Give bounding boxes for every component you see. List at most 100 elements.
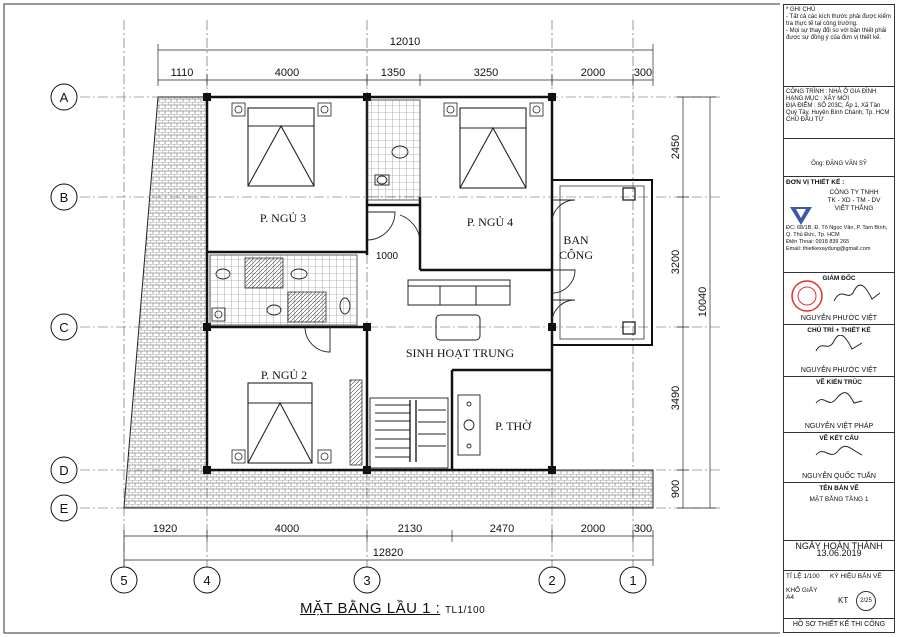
balcony-pillar [622, 321, 636, 335]
shower-tray [244, 257, 284, 289]
wardrobe [349, 379, 363, 466]
dimension-lines [123, 44, 716, 566]
notes: * GHI CHÚ - Tất cả các kích thước phải đ… [784, 5, 894, 87]
dim-inner: 1000 [376, 251, 399, 262]
drawing-scale: TL1/100 [444, 605, 486, 616]
owner: Ông: ĐẶNG VĂN SỸ [784, 139, 894, 177]
chief-name: NGUYỄN PHƯỚC VIỆT [800, 367, 878, 374]
grid-label-row: B [60, 190, 69, 205]
dim-top-total: 12010 [390, 36, 421, 48]
floor-plan-drawing: 12010 1110 4000 1350 3250 2000 300 1920 … [3, 3, 780, 634]
dim-right-seg: 3490 [670, 386, 682, 410]
room-label-bedroom-2: P. NGỦ 2 [261, 368, 307, 382]
chief-block: CHỦ TRÌ + THIẾT KẾ NGUYỄN PHƯỚC VIỆT [784, 325, 894, 377]
company-seal-icon [791, 280, 823, 312]
structural-columns [203, 93, 556, 474]
designer-label: ĐƠN VỊ THIẾT KẾ : [786, 179, 845, 186]
director-label: GIÁM ĐỐC [822, 275, 856, 282]
grid-bubble-row [50, 313, 78, 341]
grid-bubble-col [619, 566, 647, 594]
code-block: TỈ LỆ 1/100 KÝ HIỆU BẢN VẼ KHỔ GIẤY A4 K… [784, 571, 894, 619]
paper-label: KHỔ GIẤY A4 [786, 587, 818, 601]
sheet-name-label: TÊN BẢN VẼ [819, 485, 859, 492]
grid-label-row: C [59, 320, 68, 335]
dim-bottom-seg: 1920 [153, 523, 177, 535]
drawing-title: MẶT BẰNG LẦU 1 : TL1/100 [300, 600, 485, 617]
grid-bubble-row [50, 456, 78, 484]
balcony-outline [551, 179, 653, 346]
grid-label-col: 4 [203, 573, 210, 588]
sheet-number: 2/25 [856, 591, 876, 611]
room-label-balcony-2: CÔNG [559, 248, 593, 262]
sheet-name-block: TÊN BẢN VẼ MẶT BẰNG TẦNG 1 [784, 483, 894, 541]
grid-label-col: 5 [120, 573, 127, 588]
grid-bubble-col [110, 566, 138, 594]
struct-label: VẼ KẾT CẤU [819, 435, 859, 442]
company-logo-icon [790, 207, 812, 225]
dim-bottom-seg: 2130 [398, 523, 422, 535]
room-label-balcony: BAN [563, 233, 589, 247]
title-block: * GHI CHÚ - Tất cả các kích thước phải đ… [783, 4, 895, 633]
footer: HỒ SƠ THIẾT KẾ THI CÔNG [792, 621, 886, 628]
struct-block: VẼ KẾT CẤU NGUYỄN QUỐC TUẤN [784, 433, 894, 483]
dim-top-seg: 4000 [275, 67, 299, 79]
beds [247, 107, 527, 464]
grid-bubble-row [50, 83, 78, 111]
staircase [369, 397, 449, 469]
signature-icon [815, 335, 863, 352]
dim-right-seg: 2450 [670, 135, 682, 159]
company-info: ĐC: 68/1B, Đ. Tô Ngọc Vân, P. Tam Bình, … [786, 225, 888, 252]
altar [457, 394, 481, 456]
dim-top-seg: 2000 [581, 67, 605, 79]
director-name: NGUYỄN PHƯỚC VIỆT [800, 315, 878, 322]
project-info: CÔNG TRÌNH : NHÀ Ở GIA ĐÌNH HẠNG MỤC : X… [784, 87, 894, 139]
grid-bubble-col [193, 566, 221, 594]
grid-bubble-row [50, 183, 78, 211]
room-label-worship: P. THỜ [495, 419, 532, 433]
balcony-pillar [622, 187, 636, 201]
sofa-set [407, 279, 511, 341]
dim-bottom-total: 12820 [373, 547, 404, 559]
door-swings [304, 199, 576, 353]
grid-label-col: 1 [629, 573, 636, 588]
room-label-living: SINH HOẠT TRUNG [406, 346, 515, 360]
dim-right-total: 10040 [697, 287, 709, 318]
grid-bubble-col [538, 566, 566, 594]
signature-icon [815, 392, 863, 404]
dim-right-seg: 3200 [670, 250, 682, 274]
dim-top-seg: 1350 [381, 67, 405, 79]
date-block: NGÀY HOÀN THÀNH 13.06.2019 [784, 541, 894, 571]
dim-bottom-seg: 4000 [275, 523, 299, 535]
scale-label: TỈ LỆ 1/100 [786, 573, 820, 580]
nightstands [211, 102, 544, 464]
dim-right-seg: 900 [670, 480, 682, 498]
room-label-bedroom-3: P. NGỦ 3 [260, 211, 306, 225]
grid-label-row: E [60, 501, 69, 516]
grid-label-col: 2 [548, 573, 555, 588]
grid-bubble-row [50, 494, 78, 522]
date-value: 13.06.2019 [816, 548, 862, 558]
designer-block: ĐƠN VỊ THIẾT KẾ : CÔNG TY TNHH TK - XD -… [784, 177, 894, 273]
room-label-bedroom-4: P. NGỦ 4 [467, 215, 513, 229]
dim-bottom-seg: 300 [634, 523, 652, 535]
signature-icon [833, 284, 881, 302]
sheet-border [3, 3, 780, 634]
signature-icon [815, 445, 863, 456]
company-name: CÔNG TY TNHH TK - XD - TM - DV VIỆT THẮN… [827, 189, 881, 212]
shower-tray [287, 291, 327, 323]
date-label: NGÀY HOÀN THÀNH [795, 541, 883, 551]
arch-label: VẼ KIẾN TRÚC [816, 379, 862, 386]
grid-label-row: A [60, 90, 69, 105]
sheet-code: KT [838, 596, 849, 605]
director-block: GIÁM ĐỐC NGUYỄN PHƯỚC VIỆT [784, 273, 894, 325]
bathroom-wc-middle [209, 254, 358, 326]
grid-label-row: D [59, 463, 68, 478]
struct-name: NGUYỄN QUỐC TUẤN [802, 473, 876, 480]
dim-bottom-seg: 2000 [581, 523, 605, 535]
sheet-name: MẶT BẰNG TẦNG 1 [809, 496, 869, 503]
arch-block: VẼ KIẾN TRÚC NGUYỄN VIỆT PHÁP [784, 377, 894, 433]
chief-label: CHỦ TRÌ + THIẾT KẾ [807, 327, 871, 334]
sanitary-fixtures [215, 145, 409, 316]
dim-top-seg: 3250 [474, 67, 498, 79]
code-label: KÝ HIỆU BẢN VẼ [830, 573, 882, 580]
